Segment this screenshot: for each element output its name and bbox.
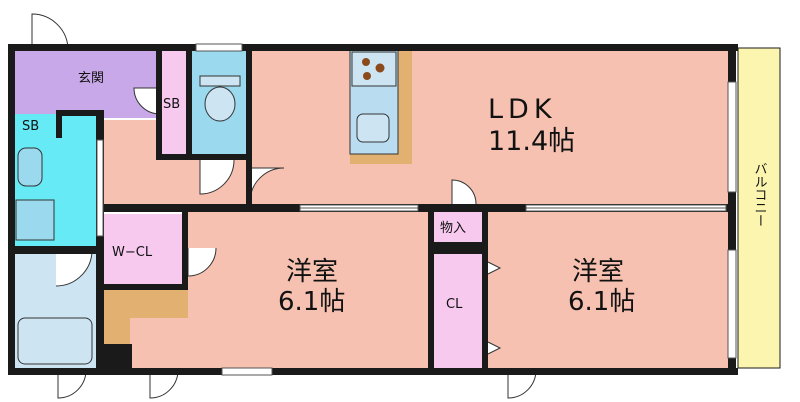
wall-corner-block xyxy=(98,344,132,372)
room2-name-label: 洋室 xyxy=(572,257,624,287)
wall-bottom xyxy=(8,368,738,375)
sink xyxy=(356,113,390,143)
wall-toilet-right xyxy=(246,50,252,208)
wall-left xyxy=(8,44,15,374)
sb-hall-label: SB xyxy=(163,97,180,112)
wcl-label: W−CL xyxy=(112,245,153,260)
wall-room1-right xyxy=(428,206,434,374)
storage-label: 物入 xyxy=(440,221,466,236)
burner-3 xyxy=(363,72,371,80)
entrance-label: 玄関 xyxy=(78,71,104,86)
room-fills xyxy=(14,47,781,369)
toilet-tank xyxy=(199,75,241,87)
storage-room xyxy=(432,212,484,242)
closet-door-2 xyxy=(487,341,502,355)
door-swing-storage xyxy=(451,179,477,205)
wall-wcl-right xyxy=(182,210,188,290)
door-swing-bottom-right xyxy=(507,369,537,399)
wall-sb-right xyxy=(186,50,192,160)
wall-top xyxy=(8,44,738,51)
entrance-door-swing xyxy=(31,13,69,51)
door-swing-hall-sb xyxy=(133,87,161,115)
wall-wcl-bottom xyxy=(100,284,188,290)
sb-entrance-label: SB xyxy=(22,119,39,134)
balcony xyxy=(737,47,781,369)
cl-label: CL xyxy=(446,297,463,312)
door-swing-toilet xyxy=(199,159,235,195)
windows xyxy=(96,43,737,376)
door-swing-bottom-mid xyxy=(149,369,179,399)
room1-name-label: 洋室 xyxy=(286,257,338,287)
wall-wash-right xyxy=(96,110,104,370)
cl-room xyxy=(432,254,484,368)
wcl-room xyxy=(104,214,186,284)
hall-sb xyxy=(160,50,188,156)
window-bottom-room1 xyxy=(221,367,273,376)
ldk-name-label: LDK xyxy=(488,94,557,125)
toilet-bowl xyxy=(204,86,236,122)
door-swing-bottom-left xyxy=(57,369,87,399)
bathtub xyxy=(17,317,93,365)
wall-storage-bottom xyxy=(428,242,486,254)
stove xyxy=(351,51,397,87)
window-ldk-balcony xyxy=(727,81,737,193)
doors xyxy=(31,13,537,399)
wall-wash-bottom xyxy=(8,246,104,254)
labels: 玄関 SB SB LDK 11.4帖 W−CL 物入 CL 洋室 6.1帖 洋室… xyxy=(22,71,767,317)
wall-sb-entrance-right xyxy=(56,110,62,138)
wall-entrance-bottom xyxy=(60,110,104,116)
ldk-room xyxy=(250,50,728,204)
opening-hall-wash xyxy=(96,139,104,237)
closet-door-1 xyxy=(487,261,502,275)
wall-sb-left xyxy=(156,50,162,160)
balcony-label: バルコニー xyxy=(752,162,768,227)
washing-machine-pan xyxy=(15,199,55,241)
window-room2-balcony xyxy=(727,249,737,359)
window-top-toilet xyxy=(195,43,243,52)
western-room-1 xyxy=(186,212,428,368)
burner-1 xyxy=(362,58,370,66)
kitchen xyxy=(349,49,412,164)
entrance-area xyxy=(14,50,164,118)
western-room-2 xyxy=(488,212,728,368)
wall-cl-right xyxy=(482,206,488,374)
burner-2 xyxy=(375,63,385,73)
room2-size-label: 6.1帖 xyxy=(568,287,635,317)
fixtures xyxy=(15,75,241,365)
closet-corner xyxy=(104,290,188,344)
door-swing-wcl xyxy=(187,247,217,277)
washbasin xyxy=(17,147,43,187)
ldk-size-label: 11.4帖 xyxy=(488,126,575,157)
room1-size-label: 6.1帖 xyxy=(278,287,345,317)
wall-toilet-bottom xyxy=(156,154,252,160)
